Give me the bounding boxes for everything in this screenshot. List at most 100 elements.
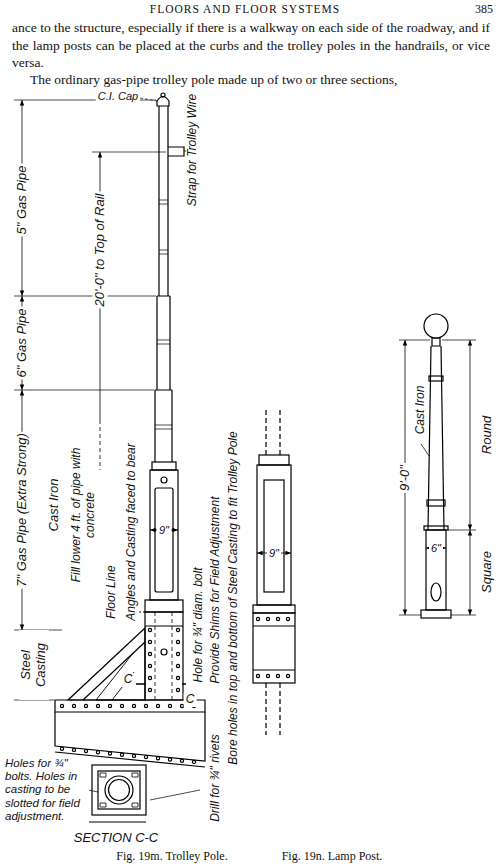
base-boss <box>161 477 167 483</box>
base-rim <box>253 605 295 613</box>
base-panel <box>155 488 173 592</box>
note: Holes for ¾" bolts. Holes in casting to … <box>3 757 89 823</box>
trolley-strap <box>168 147 184 156</box>
casting-line <box>145 625 183 626</box>
cast-iron-base <box>257 465 291 605</box>
extension-line <box>92 152 166 153</box>
leader-line <box>88 790 98 792</box>
rivet <box>144 704 147 707</box>
base-rim <box>145 600 183 612</box>
rivet <box>266 674 269 677</box>
dimension-label: 9'-0" <box>398 463 413 493</box>
rivet <box>176 664 179 667</box>
steel-casting <box>253 613 295 683</box>
rivet <box>120 753 123 756</box>
rivet <box>132 754 135 757</box>
rivet <box>180 759 183 762</box>
rivet <box>144 756 147 759</box>
section-casting <box>98 771 140 809</box>
shaft-collar <box>427 500 445 506</box>
section-angle <box>86 765 146 822</box>
rivet <box>276 617 279 620</box>
gas-pipe <box>266 410 280 455</box>
note: Hole for ¾" diam. bolt <box>192 566 206 685</box>
rivet <box>72 704 75 707</box>
running-head: FLOORS AND FLOOR SYSTEMS <box>150 3 340 16</box>
leader-line <box>150 790 200 800</box>
rivet <box>148 640 151 643</box>
note: Provide Shims for Field Adjustment <box>209 495 223 686</box>
section-pipe <box>105 776 133 804</box>
part-label: C.I. Cap <box>96 90 140 103</box>
gas-pipe-7 <box>155 390 172 462</box>
section-casting <box>92 765 146 815</box>
note: Bore holes in top and bottom of Steel Ca… <box>227 429 241 766</box>
leader-line <box>140 98 157 101</box>
rivet <box>132 704 135 707</box>
page-number: 385 <box>473 3 495 17</box>
lamp-neck <box>432 338 440 346</box>
rivet <box>148 628 151 631</box>
gas-pipe-6 <box>157 296 170 390</box>
rivet <box>84 750 87 753</box>
base-rim <box>421 610 451 618</box>
note: Drill for ¾" rivets <box>209 732 223 824</box>
gas-pipe-5 <box>159 106 168 296</box>
rivet <box>60 704 63 707</box>
dimension-label: Round <box>480 414 495 456</box>
rivet <box>148 652 151 655</box>
section-mark: C <box>184 693 197 707</box>
square-base <box>426 530 446 610</box>
rivet <box>256 617 259 620</box>
leader-line <box>421 444 429 456</box>
slotted-hole <box>100 773 138 807</box>
rivet <box>276 674 279 677</box>
dimension-label: 9" <box>267 547 281 560</box>
base-collar <box>152 462 176 470</box>
steel-casting <box>145 612 183 700</box>
rivet <box>156 757 159 760</box>
rivet <box>108 752 111 755</box>
hidden-pipe <box>266 683 280 735</box>
dimension-label: 6" <box>429 542 443 555</box>
floor-beam <box>55 700 205 712</box>
rivet <box>176 628 179 631</box>
dimension-line <box>470 530 471 615</box>
casting-line <box>253 626 295 670</box>
part-label: Strap for Trolley Wire <box>186 92 200 208</box>
dimension-line <box>470 340 471 530</box>
rivet <box>72 748 75 751</box>
dimension-label: Square <box>480 549 495 595</box>
cast-iron-base <box>150 470 178 600</box>
brace-angle <box>83 642 145 700</box>
bolt-hole <box>161 649 167 655</box>
section-mark: C <box>122 673 135 687</box>
rivet <box>84 704 87 707</box>
dimension-label: 6" Gas Pipe <box>15 307 30 380</box>
note: Fill lower 4 ft. of pipe with concrete <box>70 443 98 587</box>
rivet <box>60 747 63 750</box>
section-cut <box>136 683 186 685</box>
material-label: Cast Iron <box>47 477 62 534</box>
dimension-label: 20'-0" to Top of Rail <box>93 192 108 309</box>
rivet <box>168 758 171 761</box>
figure-caption: Fig. 19n. Lamp Post. <box>280 850 385 864</box>
base-collar <box>259 455 289 465</box>
section-title: SECTION C-C <box>72 831 161 846</box>
rivet <box>148 664 151 667</box>
rivet <box>120 704 123 707</box>
dimension-line <box>100 420 101 470</box>
rivet <box>286 617 289 620</box>
round-shaft <box>428 346 444 530</box>
rivet <box>266 617 269 620</box>
rivet <box>148 688 151 691</box>
body-text: ance to the structure, especially if the… <box>12 19 490 72</box>
lamp-globe <box>424 314 448 338</box>
knee-brace <box>68 628 145 700</box>
rivet <box>168 704 171 707</box>
drawing-part <box>60 617 289 763</box>
pipe-break <box>159 200 168 254</box>
rivet <box>176 640 179 643</box>
dimension-label: 9" <box>157 524 171 537</box>
brace-lattice <box>96 652 145 700</box>
